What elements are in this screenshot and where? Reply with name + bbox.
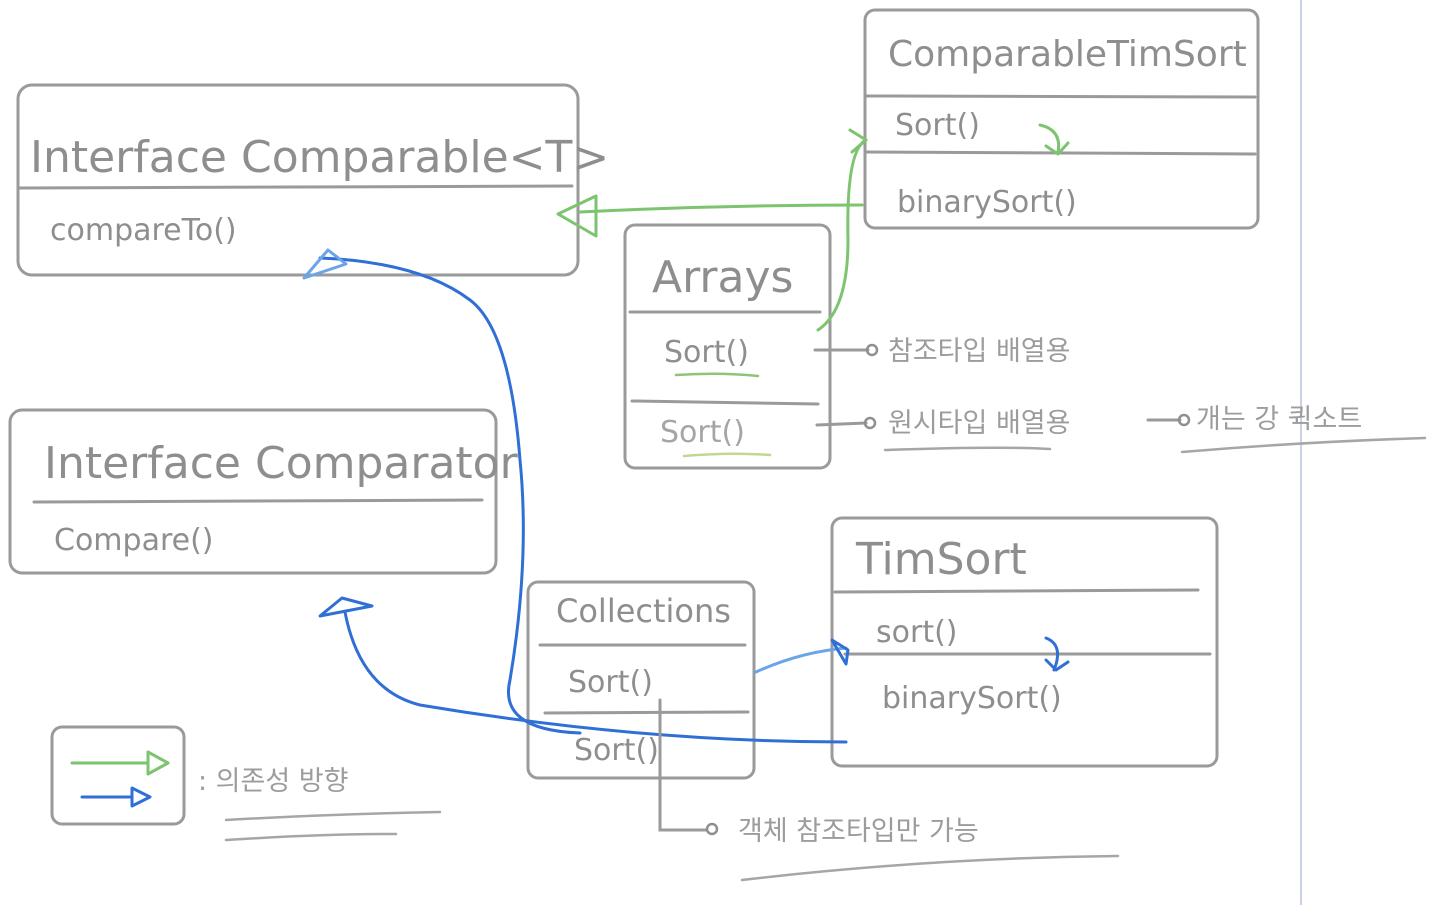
timsort-class-box: TimSort sort() binarySort() — [830, 516, 1219, 768]
comparator-class-box: Interface Comparator Compare() — [8, 408, 519, 575]
comparable-title: Interface Comparable<T> — [30, 132, 609, 183]
note-arrays-sort-2: 원시타입 배열용 — [888, 408, 1070, 439]
comparator-frame — [8, 408, 498, 575]
legend-blue-head — [130, 786, 152, 808]
comparator-title: Interface Comparator — [44, 438, 519, 489]
note-arrays-2-extra-underline — [1180, 436, 1427, 454]
note-collections-dot — [705, 822, 719, 836]
arrays-class-box: Arrays Sort() Sort() — [623, 223, 832, 470]
comparabletimsort-class-box: ComparableTimSort Sort() binarySort() — [863, 8, 1260, 230]
arrays-divider-2 — [630, 399, 820, 406]
arrays-sort-1-underline — [674, 372, 760, 378]
note-arrays-sort-1: 참조타입 배열용 — [888, 336, 1070, 367]
collections-method-sort-1: Sort() — [568, 665, 653, 700]
arrays-title: Arrays — [652, 252, 793, 303]
dependency-collections-to-comparable-head — [302, 248, 348, 280]
dependency-cts-to-comparable-head — [556, 194, 598, 238]
legend-green-head — [146, 750, 170, 776]
arrays-frame — [623, 223, 832, 470]
note-arrays-1-dot — [865, 343, 879, 357]
note-arrays-2-extra-dot — [1177, 413, 1191, 427]
comparabletimsort-method-binarysort: binarySort() — [897, 185, 1077, 220]
dependency-timsort-to-comparator-head — [318, 596, 374, 618]
note-collections-underline — [740, 854, 1120, 882]
collections-method-sort-2: Sort() — [574, 733, 659, 768]
note-collections-sort: 객체 참조타입만 가능 — [738, 816, 979, 847]
note-arrays-2-dot — [863, 416, 877, 430]
comparabletimsort-internal-arrowhead — [1044, 141, 1070, 156]
note-collections-connector — [658, 698, 708, 832]
dependency-collections-to-timsort-head — [830, 638, 850, 666]
dependency-cts-to-comparable — [578, 203, 864, 214]
comparable-divider — [18, 184, 574, 190]
comparable-class-box: Interface Comparable<T> compareTo() — [16, 83, 609, 277]
timsort-divider-1 — [833, 588, 1200, 594]
arrays-method-sort-2: Sort() — [660, 415, 745, 450]
comparabletimsort-frame — [863, 8, 1260, 230]
comparator-divider — [32, 498, 484, 504]
comparable-method: compareTo() — [50, 213, 237, 248]
timsort-internal-arrow — [1044, 636, 1060, 672]
note-arrays-2-connector — [815, 421, 868, 427]
legend-underline-2 — [224, 832, 398, 842]
legend-frame — [50, 725, 186, 826]
comparabletimsort-divider-1 — [864, 94, 1257, 99]
dependency-arrays-to-cts — [816, 138, 868, 332]
dependency-collections-to-comparable — [318, 256, 582, 735]
timsort-method-binarysort: binarySort() — [882, 681, 1062, 716]
collections-divider-2 — [543, 710, 750, 715]
collections-title: Collections — [556, 592, 731, 630]
note-arrays-sort-2-extra: 개는 강 퀵소트 — [1196, 404, 1362, 435]
arrays-method-sort-1: Sort() — [664, 335, 749, 370]
timsort-method-sort: sort() — [876, 615, 958, 650]
comparator-method: Compare() — [54, 523, 214, 558]
collections-frame — [526, 580, 756, 780]
dependency-arrays-to-cts-head — [848, 128, 868, 154]
collections-class-box: Collections Sort() Sort() — [526, 580, 756, 780]
legend: : 의존성 방향 — [50, 725, 442, 842]
dependency-timsort-to-comparator — [343, 610, 848, 744]
comparable-frame — [16, 83, 580, 277]
comparabletimsort-internal-arrow — [1038, 123, 1061, 154]
note-arrays-2-underline — [883, 446, 1052, 452]
comparabletimsort-title: ComparableTimSort — [888, 34, 1247, 75]
timsort-internal-arrowhead — [1044, 658, 1070, 672]
timsort-title: TimSort — [855, 534, 1027, 585]
comparabletimsort-method-sort: Sort() — [895, 108, 980, 143]
legend-label: : 의존성 방향 — [198, 766, 348, 797]
legend-underline-1 — [224, 810, 442, 822]
arrays-sort-2-underline — [682, 452, 772, 458]
